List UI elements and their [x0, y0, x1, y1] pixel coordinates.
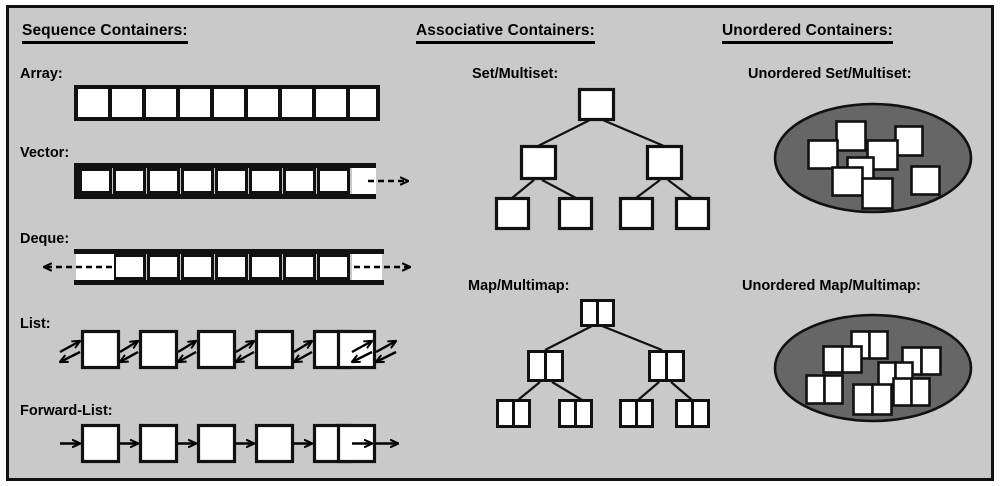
heading-sequence-containers: Sequence Containers: — [22, 22, 188, 44]
sub-label-unordered-set-multiset: Unordered Set/Multiset: — [748, 66, 912, 82]
unordered-map-bucket — [773, 313, 973, 423]
forward-list-chain — [60, 423, 398, 464]
row-label-list: List: — [20, 316, 51, 332]
row-label-vector: Vector: — [20, 145, 70, 161]
sub-label-unordered-map-multimap: Unordered Map/Multimap: — [742, 278, 921, 294]
sub-label-set-multiset: Set/Multiset: — [472, 66, 559, 82]
row-label-forward-list: Forward-List: — [20, 403, 113, 419]
unordered-set-bucket — [773, 102, 973, 214]
vector-strip — [74, 163, 408, 199]
set-multiset-tree — [494, 87, 711, 231]
map-multimap-tree — [496, 299, 710, 428]
heading-unordered-containers: Unordered Containers: — [722, 22, 893, 44]
row-label-deque: Deque: — [20, 231, 70, 247]
heading-associative-containers: Associative Containers: — [416, 22, 595, 44]
row-label-array: Array: — [20, 66, 63, 82]
sub-label-map-multimap: Map/Multimap: — [468, 278, 570, 294]
deque-strip — [44, 249, 410, 285]
list-chain — [60, 329, 396, 370]
array-strip — [74, 85, 380, 121]
